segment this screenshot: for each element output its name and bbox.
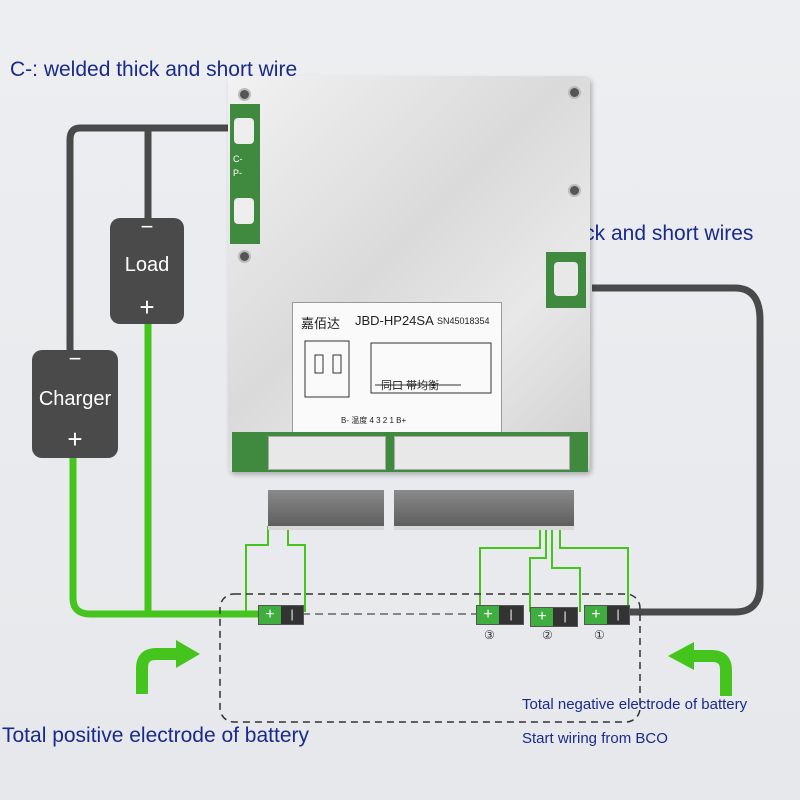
cell-number-2: ② — [542, 628, 553, 642]
c-minus-wire — [66, 124, 232, 352]
load-device: − Load + — [110, 214, 184, 324]
b-minus-pad — [546, 252, 586, 308]
load-label: Load — [124, 254, 170, 276]
charger-minus-sign: − — [68, 346, 82, 371]
c-minus-pad: C- P- — [230, 104, 260, 244]
charger-positive-wire — [69, 458, 258, 618]
battery-pack-outline — [219, 593, 641, 723]
board-model: JBD-HP24SA — [355, 313, 434, 328]
mount-hole — [568, 184, 581, 197]
pad-c-label: C- — [233, 154, 243, 164]
board-port-label: 同口 带均衡 — [381, 380, 440, 392]
board-brand: 嘉佰达 — [301, 316, 341, 331]
cell-plus: + — [585, 606, 607, 624]
schematic — [304, 340, 492, 398]
balance-plug-right[interactable] — [394, 490, 574, 530]
mount-hole — [238, 88, 251, 101]
total-positive-annotation: Total positive electrode of battery — [2, 724, 310, 747]
cell-plus: + — [259, 606, 281, 624]
connector-left — [268, 436, 386, 470]
cell-minus: | — [509, 607, 513, 621]
board-label-sticker: 嘉佰达 JBD-HP24SA SN45018354 同口 带均衡 B- 温度 4… — [292, 302, 502, 434]
battery-cell: + | — [258, 605, 304, 625]
load-minus-sign: − — [140, 214, 154, 239]
cell-minus: | — [616, 607, 620, 621]
cell-minus: | — [563, 609, 567, 623]
battery-cell-2: + | — [530, 607, 578, 627]
cell-plus: + — [531, 608, 553, 626]
charger-device: − Charger + — [32, 346, 118, 458]
start-wiring-annotation: Start wiring from BCO — [522, 730, 668, 747]
charger-plus-sign: + — [67, 424, 83, 454]
cell-number-3: ③ — [484, 628, 495, 642]
total-negative-annotation: Total negative electrode of battery — [522, 696, 748, 713]
positive-arrow-icon — [136, 648, 178, 694]
board-serial: SN45018354 — [437, 316, 490, 326]
connector-right — [394, 436, 570, 470]
b-minus-wire — [592, 284, 764, 616]
negative-arrow-icon — [692, 650, 732, 696]
battery-cell-1: + | — [584, 605, 630, 625]
mount-hole — [568, 86, 581, 99]
mount-hole — [238, 250, 251, 263]
cell-number-1: ① — [594, 628, 605, 642]
cell-minus: | — [290, 607, 294, 621]
battery-cell-3: + | — [476, 605, 524, 625]
board-pin-labels: B- 温度 4 3 2 1 B+ — [341, 416, 407, 425]
cell-plus: + — [477, 606, 499, 624]
pad-p-label: P- — [233, 168, 242, 178]
balance-plug-left[interactable] — [268, 490, 384, 530]
charger-label: Charger — [38, 388, 112, 410]
load-plus-sign: + — [139, 292, 155, 322]
c-minus-annotation: C-: welded thick and short wire — [10, 58, 298, 81]
balance-wires — [245, 526, 629, 612]
